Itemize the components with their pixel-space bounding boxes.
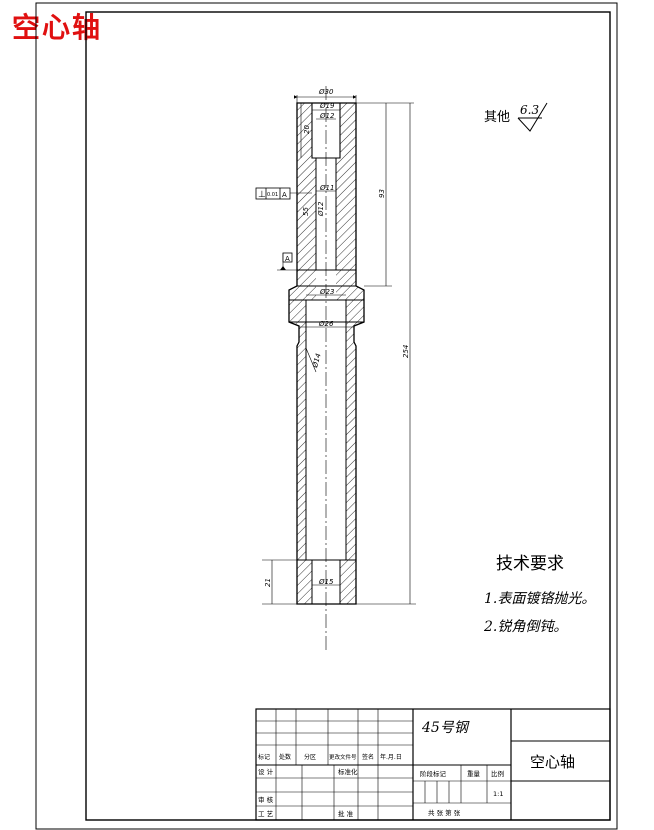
scale-value: 1:1 — [493, 790, 503, 798]
dim-d30: Ø30 — [318, 88, 334, 96]
scale-label: 比例 — [491, 769, 504, 778]
dim-d19: Ø19 — [319, 102, 335, 110]
fcf-value: 0.01 — [267, 192, 278, 198]
dim-20: 20 — [303, 125, 311, 134]
title-block — [255, 708, 611, 821]
hatch-right-top — [336, 103, 356, 270]
dim-d15: Ø15 — [318, 578, 334, 586]
stage-mark-label: 阶段标记 — [420, 769, 447, 778]
review-label: 审 核 — [258, 795, 274, 804]
tech-item-2: 2.锐角倒钝。 — [483, 619, 567, 635]
dim-55: 55 — [302, 207, 310, 216]
tech-requirements: 技术要求 1.表面镀铬抛光。 2.锐角倒钝。 — [483, 554, 595, 635]
shaft-section — [288, 102, 365, 605]
tech-heading: 技术要求 — [496, 554, 564, 574]
dim-d14: Ø14 — [311, 353, 323, 370]
hdr-count: 处数 — [279, 753, 291, 761]
design-label: 设 计 — [258, 767, 274, 776]
fcf-symbol: ⊥ — [258, 190, 266, 200]
weight-label: 重量 — [467, 770, 481, 778]
datum-a: A — [280, 252, 293, 270]
surface-finish: 其他 6.3 — [484, 102, 548, 132]
hatch-right-collar — [336, 270, 364, 560]
tech-item-1: 1.表面镀铬抛光。 — [484, 591, 595, 607]
title-block-text: 45号钢 空心轴 标记 处数 分区 更改文件号 签名 年.月.日 设 计 标准化… — [258, 720, 575, 818]
hdr-zone: 分区 — [304, 753, 316, 761]
fcf-ref: A — [282, 191, 287, 199]
hatch-left-collar — [289, 270, 316, 560]
dim-254: 254 — [402, 345, 410, 358]
hdr-date: 年.月.日 — [380, 753, 402, 761]
dimension-labels: Ø30 Ø19 Ø12 20 Ø11 Ø12 55 93 Ø23 Ø26 Ø14… — [264, 88, 410, 587]
standardization-label: 标准化 — [338, 767, 358, 776]
feature-control-frame: ⊥ 0.01 A — [255, 187, 291, 200]
dim-d23: Ø23 — [319, 288, 334, 296]
dim-93: 93 — [378, 189, 386, 198]
sheet-info: 共 张 第 张 — [428, 808, 461, 817]
dim-d12: Ø12 — [317, 201, 325, 217]
outer-border — [35, 2, 618, 830]
approve-label: 批 准 — [338, 809, 354, 818]
process-label: 工 艺 — [258, 810, 274, 818]
part-name: 空心轴 — [530, 753, 575, 771]
hdr-sign: 签名 — [362, 753, 374, 761]
hdr-change-doc: 更改文件号 — [329, 753, 357, 761]
surface-finish-label: 其他 — [484, 110, 510, 125]
top-counterbore — [311, 103, 341, 159]
hatch-left-bottom — [297, 560, 312, 604]
hatch-left-top — [297, 103, 316, 270]
dim-d11: Ø11 — [319, 184, 334, 192]
datum-letter: A — [285, 255, 290, 263]
dim-d26: Ø26 — [318, 320, 334, 328]
dim-d12-top: Ø12 — [319, 112, 335, 120]
hdr-mark: 标记 — [258, 753, 270, 761]
hatch-right-bottom — [340, 560, 356, 604]
surface-finish-value: 6.3 — [520, 103, 539, 117]
dim-21: 21 — [264, 578, 272, 587]
material: 45号钢 — [421, 720, 470, 736]
